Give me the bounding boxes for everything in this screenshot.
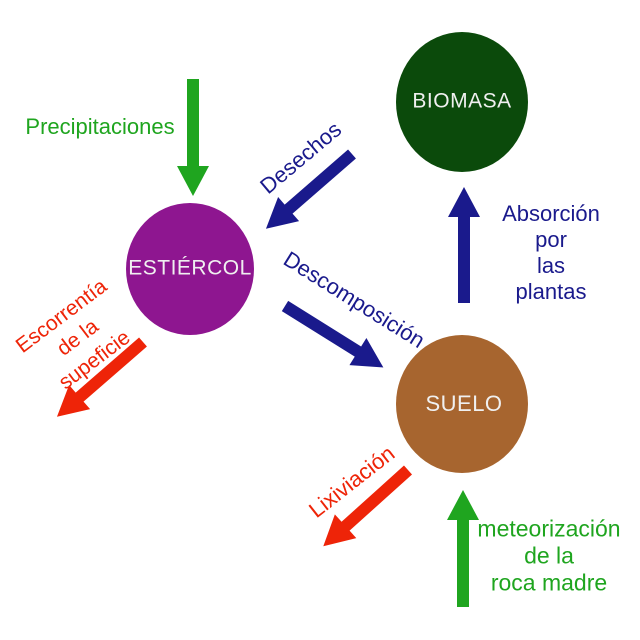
- suelo-node-circle: [396, 335, 528, 473]
- escorrentia-arrow: [56, 337, 147, 417]
- meteorizacion-flow-label: meteorización de la roca madre: [477, 515, 621, 596]
- precipitaciones-flow-label: Precipitaciones: [25, 114, 175, 140]
- meteorizacion-arrow: [447, 490, 479, 607]
- estiercol-node-circle: [126, 203, 254, 335]
- desechos-arrow: [265, 149, 356, 229]
- descomposicion-arrow: [281, 300, 384, 368]
- absorcion-arrow: [448, 187, 480, 303]
- biomasa-node-circle: [396, 32, 528, 172]
- estiercol-node-label: ESTIÉRCOL: [128, 256, 252, 280]
- biomasa-node-label: BIOMASA: [412, 89, 512, 113]
- absorcion-flow-label: Absorción por las plantas: [502, 201, 600, 304]
- precipitaciones-arrow: [177, 79, 209, 196]
- lixiviacion-arrow: [323, 465, 413, 547]
- suelo-node-label: SUELO: [425, 391, 503, 417]
